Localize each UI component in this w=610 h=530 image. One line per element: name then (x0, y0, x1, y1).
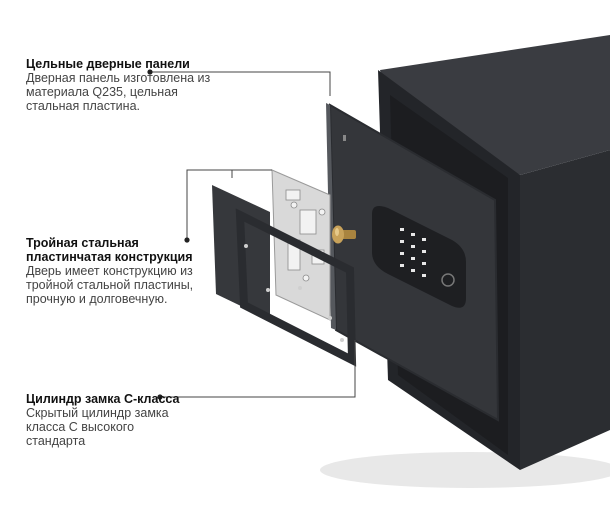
callout-lock-cylinder: Цилиндр замка С-класса Скрытый цилиндр з… (26, 392, 196, 448)
callout-body: Скрытый цилиндр замка класса С высокого … (26, 406, 169, 448)
callout-triple-steel: Тройная стальная пластинчатая конструкци… (26, 236, 221, 306)
callout-door-panels: Цельные дверные панели Дверная панель из… (26, 57, 226, 113)
door-edge (326, 103, 336, 330)
callout-title: Цельные дверные панели (26, 57, 190, 71)
callout-title: Цилиндр замка С-класса (26, 392, 180, 406)
lock-knob-icon (332, 225, 356, 244)
safe-top (380, 35, 610, 175)
fingerprint-sensor-icon (441, 273, 455, 287)
leader-lines (150, 71, 356, 398)
callout-body: Дверная панель изготовлена из материала … (26, 71, 211, 113)
outer-frame-plate (235, 208, 357, 367)
safe-side (520, 150, 610, 470)
keypad-keys (400, 228, 426, 277)
callout-body: Дверь имеет конструкцию из тройной сталь… (26, 264, 194, 306)
callout-title: Тройная стальная пластинчатая конструкци… (26, 236, 193, 264)
floor-shadow (320, 452, 610, 488)
door-logo-icon (343, 135, 346, 141)
leader-dots (147, 69, 190, 400)
frame-holes (244, 244, 344, 342)
